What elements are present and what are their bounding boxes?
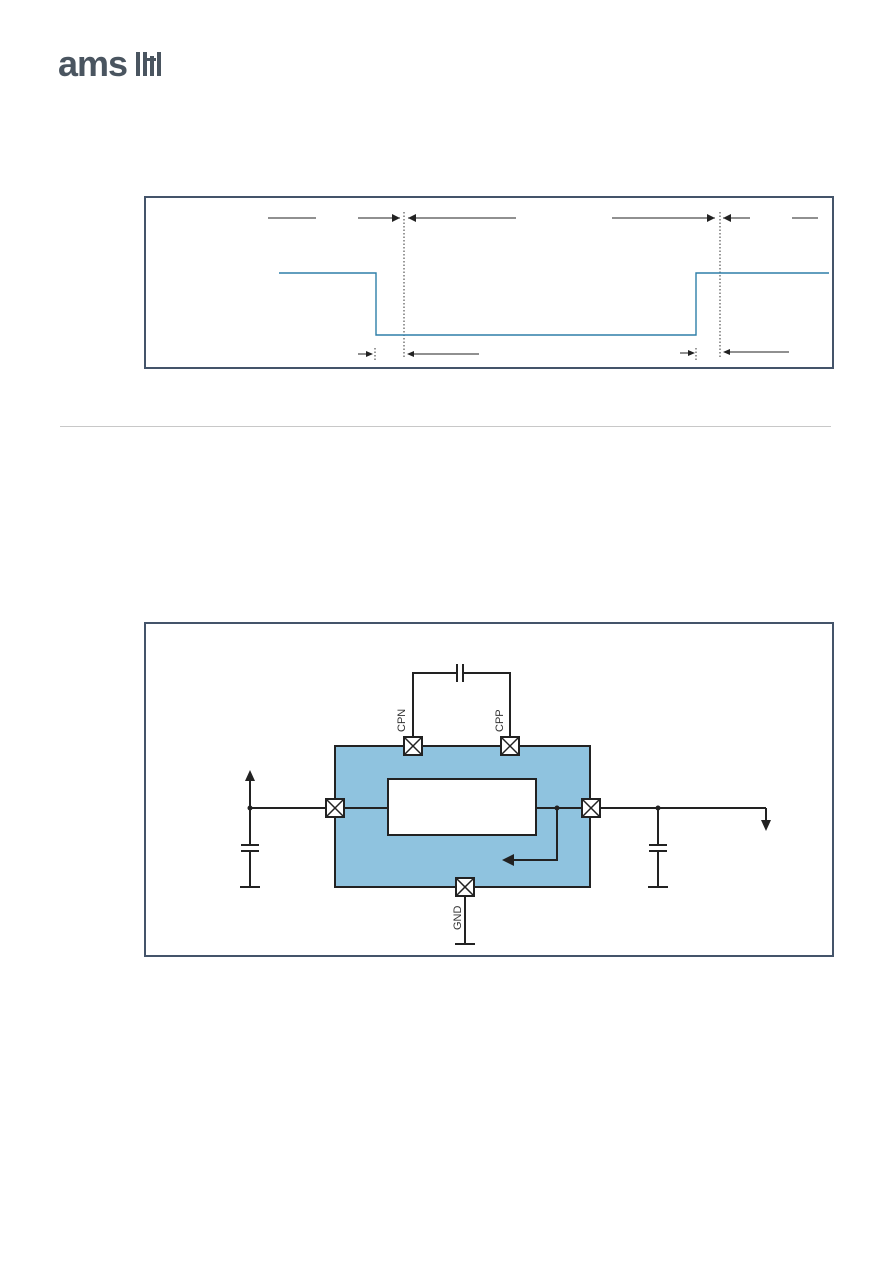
waveform-trace	[279, 272, 829, 336]
arrow-up-icon	[245, 770, 255, 781]
pin-label-cpp: CPP	[494, 709, 506, 732]
schematic-diagram: CPN CPP GND	[240, 664, 771, 945]
inner-block	[387, 778, 537, 836]
arrow-right-icon	[392, 214, 400, 222]
pin-input-icon	[325, 798, 345, 818]
logo-wordmark: ams	[58, 46, 127, 80]
arrow-right-icon	[688, 350, 695, 356]
pin-label-gnd: GND	[452, 906, 464, 931]
section-divider	[60, 426, 831, 427]
pin-cpn-icon	[403, 736, 423, 756]
arrow-left-icon	[502, 854, 514, 866]
wire	[412, 672, 456, 737]
timing-diagram-figure	[144, 196, 834, 369]
pin-cpp-icon	[500, 736, 520, 756]
arrow-right-icon	[366, 351, 373, 357]
logo-mark-icon	[136, 52, 161, 76]
wire	[464, 672, 511, 737]
ams-logo: ams	[58, 46, 161, 80]
pin-output-icon	[581, 798, 601, 818]
schematic-figure: CPN CPP GND	[144, 622, 834, 957]
arrow-down-icon	[761, 820, 771, 831]
pin-gnd-icon	[455, 877, 475, 897]
timing-diagram	[268, 212, 829, 360]
arrow-right-icon	[707, 214, 715, 222]
feedback-wire	[512, 808, 558, 861]
pin-label-cpn: CPN	[396, 709, 408, 732]
